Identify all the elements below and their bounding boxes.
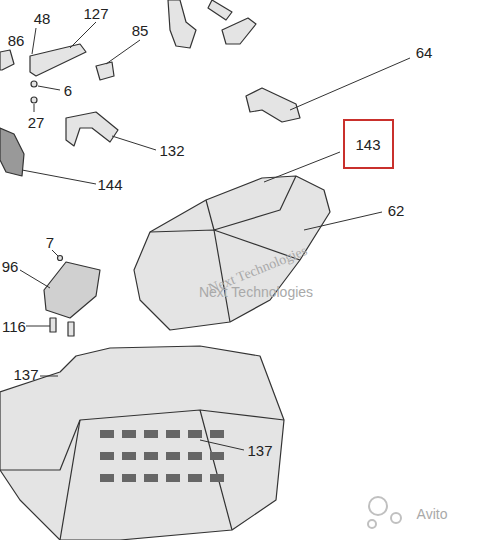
tread-block <box>144 452 158 460</box>
top-bracket <box>168 0 196 48</box>
part-116 <box>50 318 56 332</box>
part-144 <box>0 128 24 176</box>
tread-block <box>144 430 158 438</box>
part-96 <box>44 262 100 318</box>
part-62 <box>134 176 330 330</box>
callout-number: 85 <box>132 23 149 38</box>
watermark: Avito <box>417 507 448 521</box>
tread-block <box>166 452 180 460</box>
top-clip <box>208 0 232 20</box>
tread-block <box>166 474 180 482</box>
tread-block <box>122 452 136 460</box>
part-64 <box>246 88 300 122</box>
tread-block <box>188 452 202 460</box>
part-7 <box>58 256 63 261</box>
callout-number: 96 <box>2 259 19 274</box>
callout-number: 27 <box>28 115 45 130</box>
part-85 <box>96 62 114 80</box>
callout-number: 86 <box>8 33 25 48</box>
tread-block <box>122 474 136 482</box>
callout-number: 48 <box>34 11 51 26</box>
tread-block <box>210 430 224 438</box>
panel-edge <box>206 176 296 230</box>
panel-edge <box>150 230 230 322</box>
tread-block <box>100 430 114 438</box>
tread-block <box>188 474 202 482</box>
callout-number: 6 <box>64 83 72 98</box>
watermark: Next Technologies <box>199 285 313 299</box>
tread-block <box>100 452 114 460</box>
part-132 <box>66 112 118 146</box>
part-27 <box>31 97 37 103</box>
texture <box>100 430 224 482</box>
footwell-edge <box>0 410 284 470</box>
avito-logo <box>368 497 401 528</box>
callout-number: 127 <box>83 6 108 21</box>
part-6 <box>31 81 37 87</box>
callout-number: 7 <box>46 235 54 250</box>
tread-block <box>210 474 224 482</box>
callout-number: 132 <box>159 143 184 158</box>
part-127 <box>30 44 86 76</box>
callout-number: 137 <box>13 367 38 382</box>
callout-number: 64 <box>416 45 433 60</box>
callout-number: 116 <box>2 319 26 334</box>
footwell-edge <box>60 410 232 540</box>
callout-number: 137 <box>247 443 272 458</box>
tread-block <box>122 430 136 438</box>
part-86 <box>0 50 14 70</box>
tread-block <box>188 430 202 438</box>
tread-block <box>166 430 180 438</box>
highlight-box: 143 <box>343 119 394 169</box>
tread-block <box>210 452 224 460</box>
part-137 <box>0 346 284 540</box>
callout-number: 62 <box>388 203 405 218</box>
tread-block <box>100 474 114 482</box>
callout-number: 144 <box>97 177 122 192</box>
part-116b <box>68 322 74 336</box>
tread-block <box>144 474 158 482</box>
leader-lines <box>20 22 410 450</box>
callout-number: 143 <box>355 137 380 152</box>
top-tube <box>222 18 256 44</box>
